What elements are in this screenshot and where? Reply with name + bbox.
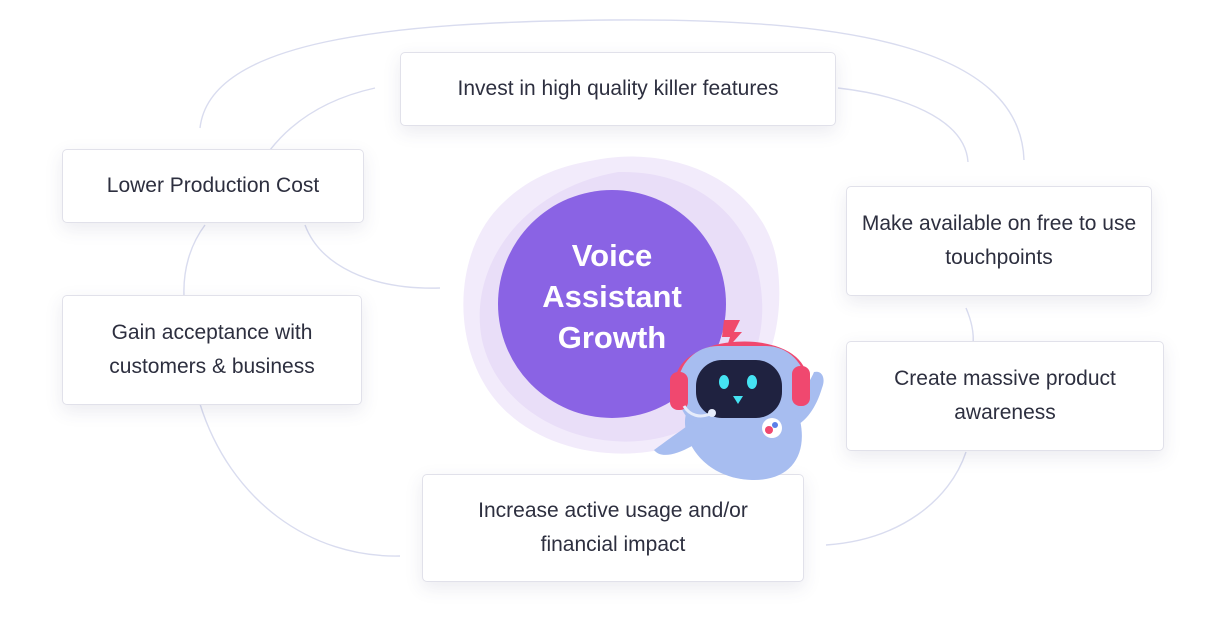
robot-microphone-tip xyxy=(708,409,716,417)
node-touchpoints: Make available on free to use touchpoint… xyxy=(846,186,1152,296)
connector-invest-to-lower-cost xyxy=(269,87,376,151)
connector-touchpoints-to-awareness xyxy=(965,307,974,345)
node-lower-cost-text: Lower Production Cost xyxy=(106,174,320,197)
node-invest-text: Invest in high quality killer features xyxy=(457,77,779,100)
robot-earcup-left xyxy=(670,372,688,410)
node-touchpoints-text: Make available on free to use touchpoint… xyxy=(861,212,1137,269)
node-lower-cost: Lower Production Cost xyxy=(62,149,364,223)
node-acceptance-text: Gain acceptance with customers & busines… xyxy=(109,321,315,378)
connector-acceptance-to-active-usage xyxy=(199,403,401,557)
connector-awareness-to-active-usage xyxy=(825,451,967,546)
connector-lower-cost-to-acceptance xyxy=(183,224,206,297)
robot-mouth xyxy=(733,396,743,404)
lightning-bolt-icon xyxy=(722,320,742,350)
outer-connector-top xyxy=(199,19,1025,161)
robot-arm-left xyxy=(654,424,692,455)
hub-label: Voice Assistant Growth xyxy=(542,237,682,355)
node-active-usage-text: Increase active usage and/or financial i… xyxy=(478,499,748,556)
robot-microphone xyxy=(682,405,711,418)
robot-badge-dot-red xyxy=(765,426,773,434)
node-awareness: Create massive product awareness xyxy=(846,341,1164,451)
robot-earcup-right xyxy=(792,366,810,406)
node-awareness-text: Create massive product awareness xyxy=(894,367,1116,424)
hub-circle: Voice Assistant Growth xyxy=(498,190,726,418)
robot-eye-left xyxy=(719,375,729,389)
connector-invest-to-touchpoints xyxy=(837,87,969,163)
node-active-usage: Increase active usage and/or financial i… xyxy=(422,474,804,582)
robot-eye-right xyxy=(747,375,757,389)
robot-badge-dot-blue xyxy=(772,422,778,428)
node-invest: Invest in high quality killer features xyxy=(400,52,836,126)
connector-lower-cost-to-hub xyxy=(304,224,441,289)
robot-face-screen xyxy=(696,360,782,418)
robot-mascot-icon xyxy=(654,320,824,481)
node-acceptance: Gain acceptance with customers & busines… xyxy=(62,295,362,405)
